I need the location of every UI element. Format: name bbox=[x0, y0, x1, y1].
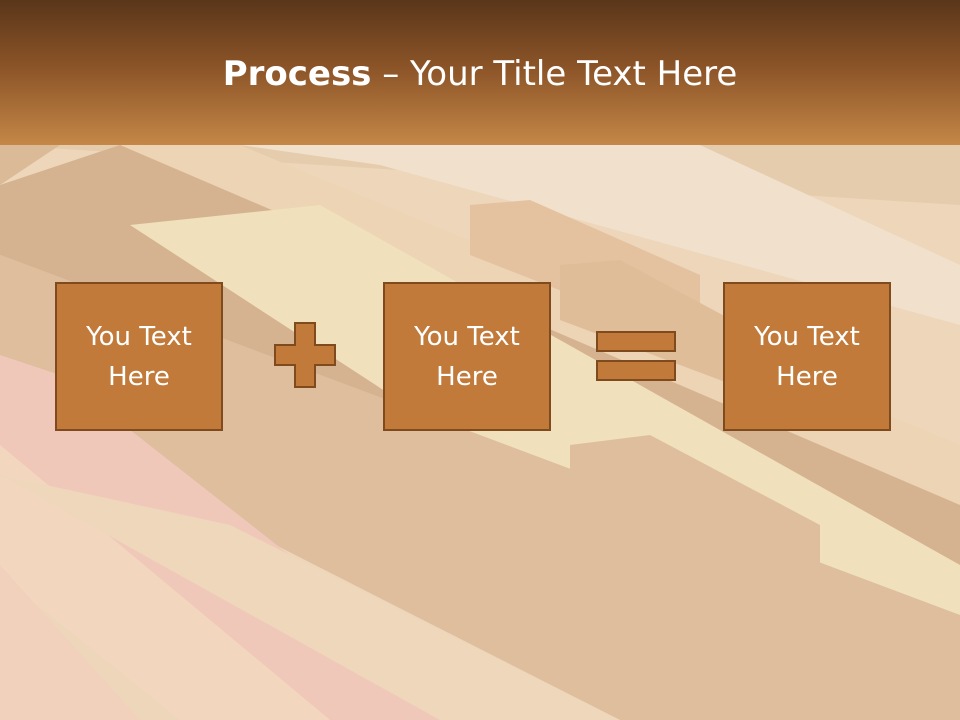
file-folders-background bbox=[0, 145, 960, 720]
photo-wash-overlay bbox=[0, 145, 960, 720]
process-box-1-text: You Text Here bbox=[86, 321, 192, 392]
process-box-3-text: You Text Here bbox=[754, 321, 860, 392]
process-box-2-text: You Text Here bbox=[414, 321, 520, 392]
plus-icon bbox=[274, 322, 336, 388]
process-box-3[interactable]: You Text Here bbox=[723, 282, 891, 431]
process-box-2[interactable]: You Text Here bbox=[383, 282, 551, 431]
slide-title-rest: – Your Title Text Here bbox=[371, 54, 738, 94]
slide-title-bold: Process bbox=[222, 54, 372, 94]
slide-title: Process – Your Title Text Here bbox=[0, 52, 960, 96]
process-box-1[interactable]: You Text Here bbox=[55, 282, 223, 431]
title-bar bbox=[0, 0, 960, 145]
equals-icon bbox=[596, 331, 678, 383]
